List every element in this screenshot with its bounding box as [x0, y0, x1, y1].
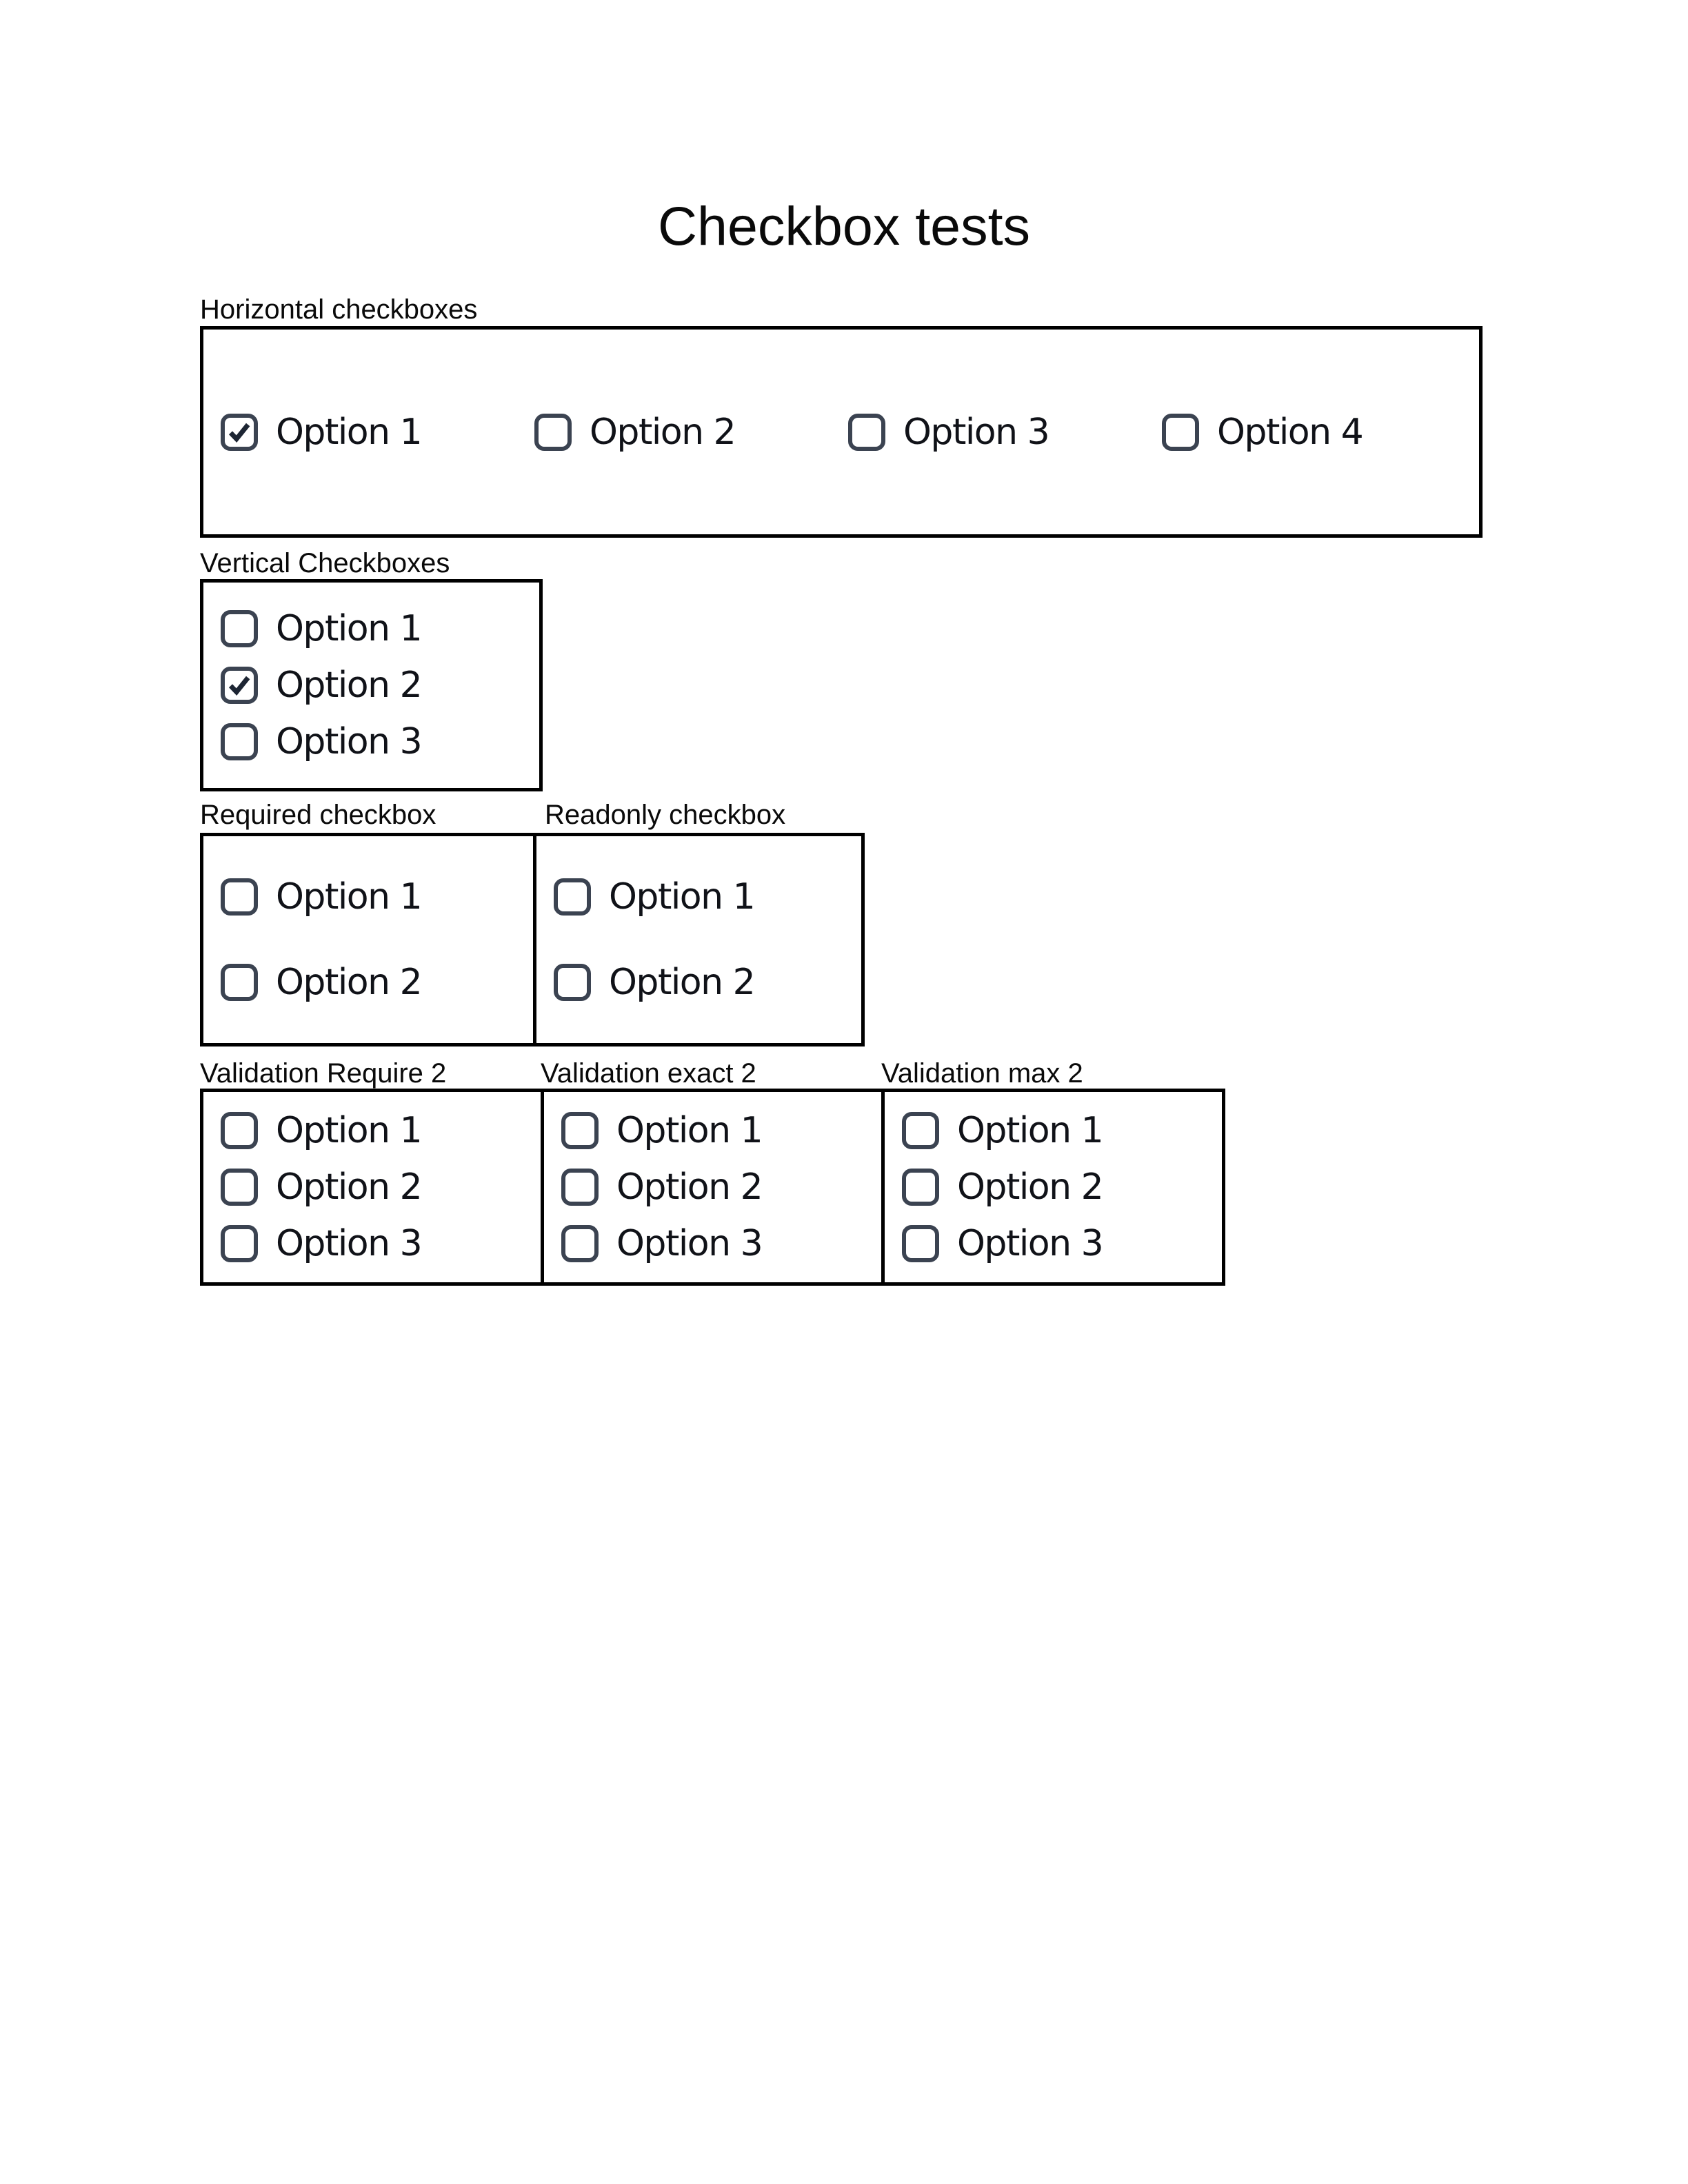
option-label[interactable]: Option 2	[957, 1166, 1104, 1208]
checkbox-group-required: Option 1 Option 2	[200, 833, 536, 1046]
checkbox-checked[interactable]	[221, 667, 258, 704]
checkbox-group-validation-exact-2: Option 1 Option 2 Option 3	[541, 1089, 885, 1286]
group-label-required: Required checkbox	[200, 800, 436, 830]
group-label-vertical: Vertical Checkboxes	[200, 548, 450, 578]
checkbox-option[interactable]: Option 1	[221, 1112, 541, 1149]
checkbox-unchecked[interactable]	[561, 1225, 599, 1262]
checkbox-group-validation-require-2: Option 1 Option 2 Option 3	[200, 1089, 544, 1286]
checkbox-unchecked[interactable]	[902, 1112, 939, 1149]
checkbox-unchecked[interactable]	[1162, 413, 1199, 451]
checkbox-unchecked[interactable]	[902, 1225, 939, 1262]
checkbox-group-validation-max-2: Option 1 Option 2 Option 3	[881, 1089, 1225, 1286]
checkbox-option[interactable]: Option 1	[221, 610, 539, 647]
checkbox-option[interactable]: Option 1	[902, 1112, 1222, 1149]
group-label-horizontal: Horizontal checkboxes	[200, 294, 478, 325]
checkbox-unchecked[interactable]	[221, 723, 258, 760]
option-label[interactable]: Option 2	[616, 1166, 763, 1208]
option-label[interactable]: Option 2	[276, 1166, 423, 1208]
option-label[interactable]: Option 3	[276, 721, 423, 762]
checkbox-group-vertical: Option 1 Option 2 Option 3	[200, 579, 543, 791]
group-label-validation-exact-2: Validation exact 2	[541, 1058, 756, 1089]
checkbox-option[interactable]: Option 1	[561, 1112, 881, 1149]
checkbox-option[interactable]: Option 1	[221, 411, 534, 453]
checkbox-group-horizontal: Option 1 Option 2 Option 3 Option 4	[200, 326, 1483, 538]
checkbox-unchecked[interactable]	[221, 610, 258, 647]
option-label[interactable]: Option 2	[276, 665, 423, 706]
checkbox-option[interactable]: Option 2	[221, 1169, 541, 1206]
option-label[interactable]: Option 1	[276, 608, 423, 649]
option-label[interactable]: Option 1	[616, 1110, 763, 1151]
option-label[interactable]: Option 1	[957, 1110, 1104, 1151]
checkbox-unchecked[interactable]	[221, 1112, 258, 1149]
checkbox-option[interactable]: Option 1	[221, 878, 533, 916]
option-label[interactable]: Option 1	[276, 411, 423, 453]
page-title: Checkbox tests	[657, 195, 1031, 256]
group-label-validation-require-2: Validation Require 2	[200, 1058, 447, 1089]
option-label[interactable]: Option 2	[590, 411, 736, 453]
box-row-required-readonly: Option 1 Option 2 Option 1 Option 2	[200, 833, 1489, 1046]
checkbox-option[interactable]: Option 3	[561, 1225, 881, 1262]
label-row-validation: Validation Require 2 Validation exact 2 …	[200, 1058, 1489, 1089]
checkmark-icon	[228, 423, 250, 443]
checkbox-unchecked[interactable]	[221, 964, 258, 1001]
checkbox-option[interactable]: Option 3	[902, 1225, 1222, 1262]
checkbox-option[interactable]: Option 2	[221, 964, 533, 1001]
group-label-validation-max-2: Validation max 2	[881, 1058, 1083, 1089]
checkbox-option[interactable]: Option 2	[534, 411, 848, 453]
option-label[interactable]: Option 1	[276, 876, 423, 918]
checkbox-unchecked[interactable]	[848, 413, 885, 451]
label-row-required-readonly: Required checkbox Readonly checkbox	[200, 800, 1489, 830]
checkbox-unchecked[interactable]	[554, 964, 591, 1001]
checkbox-unchecked[interactable]	[902, 1169, 939, 1206]
option-label[interactable]: Option 3	[616, 1223, 763, 1264]
option-label[interactable]: Option 3	[276, 1223, 423, 1264]
group-label-readonly: Readonly checkbox	[545, 800, 786, 830]
checkbox-checked[interactable]	[221, 413, 258, 451]
checkbox-unchecked[interactable]	[221, 1169, 258, 1206]
checkbox-option[interactable]: Option 1	[554, 878, 861, 916]
checkbox-unchecked[interactable]	[221, 878, 258, 916]
checkbox-option[interactable]: Option 3	[221, 1225, 541, 1262]
checkbox-option[interactable]: Option 4	[1162, 411, 1476, 453]
option-label[interactable]: Option 1	[609, 876, 756, 918]
checkbox-option[interactable]: Option 2	[902, 1169, 1222, 1206]
checkbox-option[interactable]: Option 2	[554, 964, 861, 1001]
option-label[interactable]: Option 2	[609, 962, 756, 1003]
checkbox-unchecked[interactable]	[561, 1169, 599, 1206]
checkbox-option[interactable]: Option 3	[848, 411, 1162, 453]
checkbox-option[interactable]: Option 2	[221, 667, 539, 704]
checkbox-option[interactable]: Option 2	[561, 1169, 881, 1206]
checkbox-unchecked[interactable]	[561, 1112, 599, 1149]
checkbox-unchecked[interactable]	[221, 1225, 258, 1262]
option-label[interactable]: Option 1	[276, 1110, 423, 1151]
option-label[interactable]: Option 2	[276, 962, 423, 1003]
checkbox-group-readonly: Option 1 Option 2	[533, 833, 865, 1046]
option-label[interactable]: Option 3	[957, 1223, 1104, 1264]
checkmark-icon	[228, 676, 250, 696]
option-label[interactable]: Option 3	[903, 411, 1050, 453]
checkbox-option[interactable]: Option 3	[221, 723, 539, 760]
option-label[interactable]: Option 4	[1217, 411, 1364, 453]
checkbox-unchecked[interactable]	[534, 413, 572, 451]
checkbox-unchecked[interactable]	[554, 878, 591, 916]
